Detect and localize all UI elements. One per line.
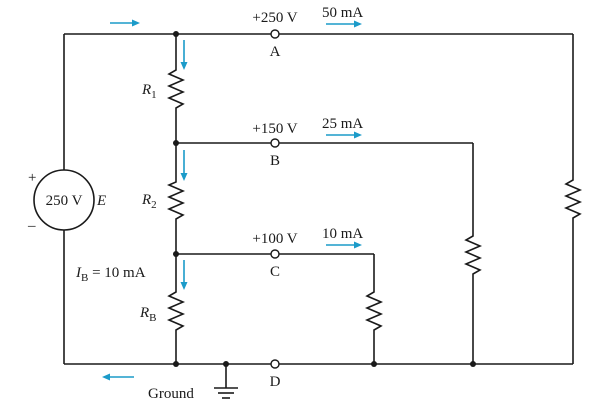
junction-dot xyxy=(173,31,179,37)
junction-dot xyxy=(470,361,476,367)
terminal-c-voltage: +100 V xyxy=(252,231,297,247)
current-arrow-icon xyxy=(102,373,134,381)
terminal-d xyxy=(270,359,280,369)
load-resistor-c xyxy=(364,290,384,334)
source-symbol-label: E xyxy=(96,193,106,209)
junction-dot xyxy=(173,140,179,146)
terminal-b-voltage: +150 V xyxy=(252,121,297,137)
ground-icon xyxy=(214,387,238,399)
current-arrow-icon xyxy=(180,40,188,70)
terminal-a xyxy=(270,29,280,39)
current-arrows xyxy=(102,19,362,381)
voltage-source-circle xyxy=(33,169,95,231)
source-value-label: 250 V xyxy=(46,193,83,209)
terminal-b-letter: B xyxy=(270,153,280,169)
junction-dot xyxy=(173,361,179,367)
terminal-d-letter: D xyxy=(270,374,281,390)
current-arrow-icon xyxy=(180,150,188,181)
resistor-r2 xyxy=(166,180,186,222)
bleeder-current-label: IB = 10 mA xyxy=(75,265,146,284)
terminal-b xyxy=(270,138,280,148)
current-arrow-icon xyxy=(326,20,362,28)
current-arrow-icon xyxy=(110,19,140,27)
junction-dots xyxy=(173,31,476,367)
terminal-c xyxy=(270,249,280,259)
current-arrow-icon xyxy=(326,241,362,249)
load-resistor-a xyxy=(563,178,583,222)
terminal-a-letter: A xyxy=(270,44,281,60)
resistor-r1-label: R1 xyxy=(141,82,157,101)
terminal-c-letter: C xyxy=(270,264,280,280)
source-minus-sign: – xyxy=(27,218,36,234)
junction-dot xyxy=(173,251,179,257)
ground-label: Ground xyxy=(148,386,194,402)
resistor-rb xyxy=(166,290,186,334)
resistor-rb-label: RB xyxy=(139,305,157,324)
current-arrow-icon xyxy=(180,260,188,290)
current-arrow-icon xyxy=(326,131,362,139)
terminal-c-current: 10 mA xyxy=(322,226,363,242)
resistor-r1 xyxy=(166,68,186,112)
terminal-a-voltage: +250 V xyxy=(252,10,297,26)
junction-dot xyxy=(371,361,377,367)
terminal-b-current: 25 mA xyxy=(322,116,363,132)
load-resistor-b xyxy=(463,234,483,278)
terminal-a-current: 50 mA xyxy=(322,5,363,21)
junction-dot xyxy=(223,361,229,367)
source-plus-sign: + xyxy=(28,170,36,186)
resistor-r2-label: R2 xyxy=(141,192,157,211)
wires xyxy=(63,33,574,388)
